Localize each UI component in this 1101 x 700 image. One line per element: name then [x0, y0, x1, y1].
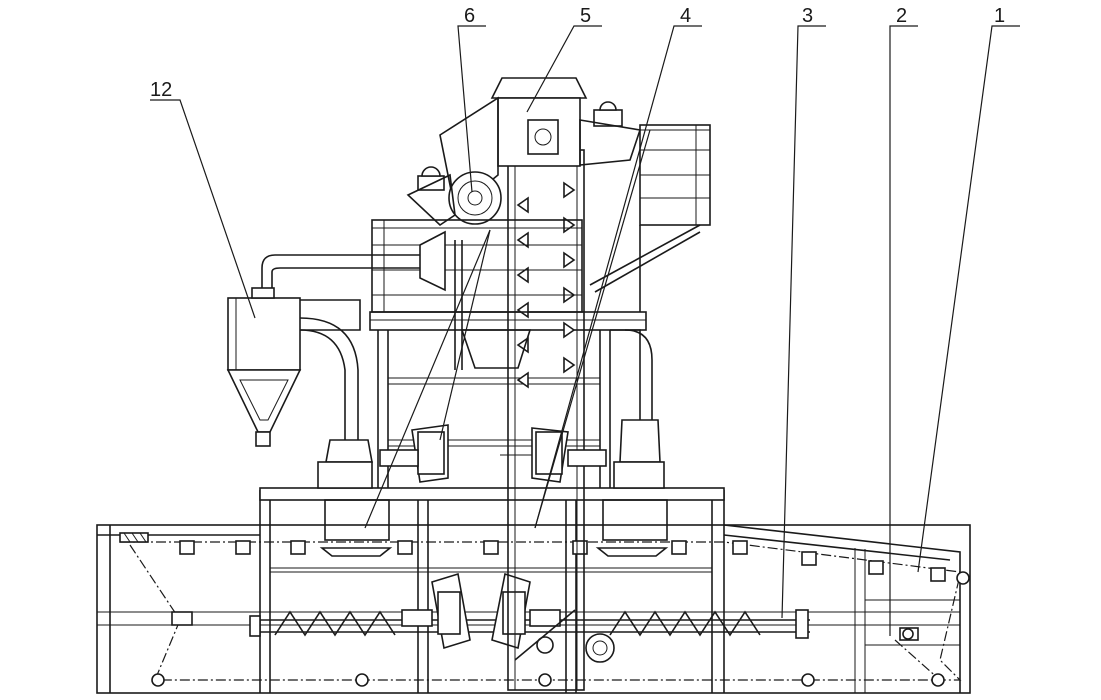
elevator-buckets: [516, 181, 576, 389]
cyclone-separator: [226, 287, 302, 447]
base-frame: [96, 487, 971, 694]
sprockets: [151, 571, 970, 687]
separator: [371, 219, 583, 370]
callout-5: 5: [580, 5, 591, 27]
callout-leaders: [150, 25, 1020, 636]
callout-12: 12: [150, 79, 172, 101]
upper-blast-wheels: [379, 424, 607, 483]
callout-2: 2: [896, 5, 907, 27]
guard-railing: [589, 124, 711, 312]
blower-fan: [406, 166, 502, 227]
callout-3: 3: [802, 5, 813, 27]
support-frame: [369, 149, 647, 691]
conveyor-rollers: [119, 532, 946, 582]
callout-labels: 1 2 3 4 5 6 12: [150, 5, 1005, 101]
callout-1: 1: [994, 5, 1005, 27]
callout-4: 4: [680, 5, 691, 27]
dust-duct: [261, 254, 665, 489]
elevator-head: [439, 77, 642, 212]
callout-6: 6: [464, 5, 475, 27]
